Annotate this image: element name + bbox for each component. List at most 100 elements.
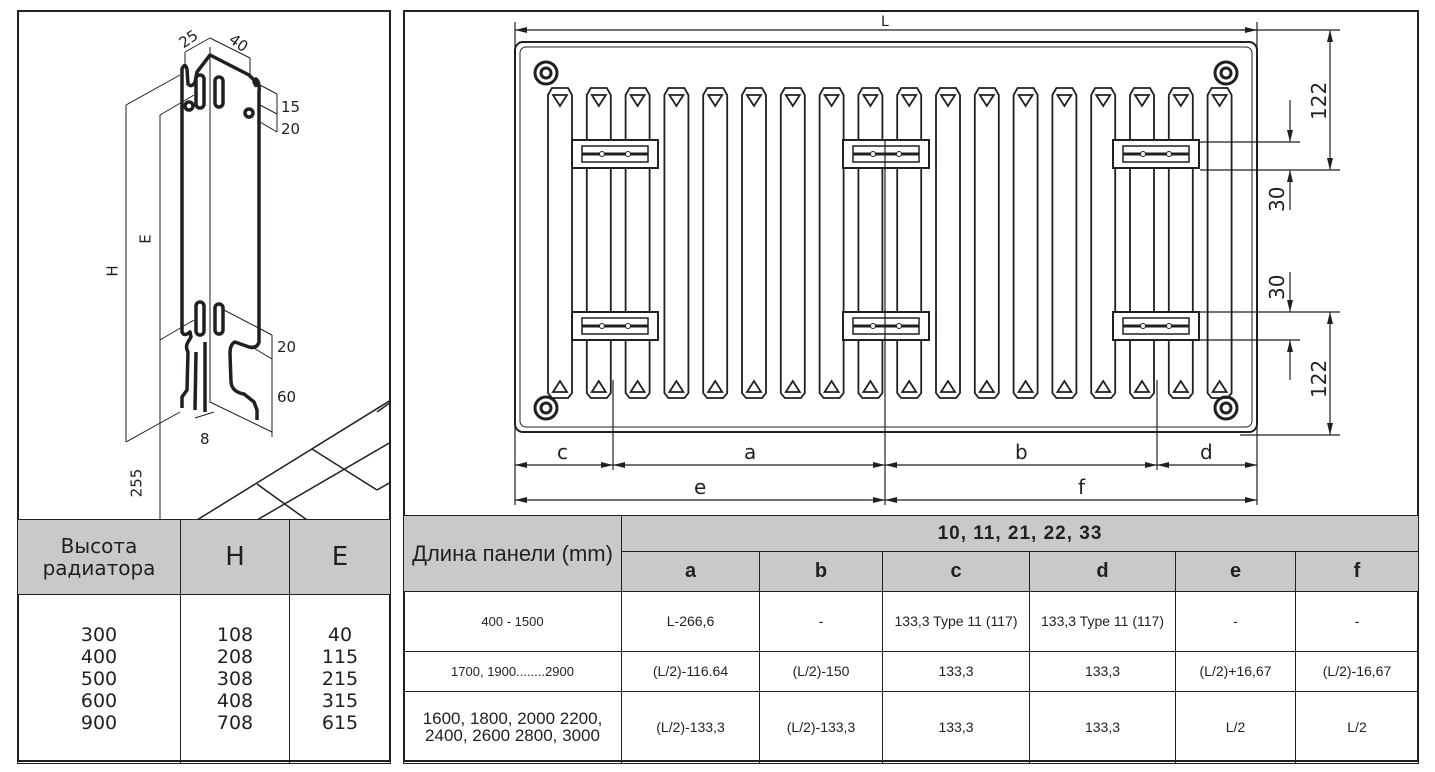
cell-length: 1700, 1900........2900 <box>403 650 622 692</box>
dim-122-top: 122 <box>1307 82 1331 120</box>
cell: 708 <box>216 712 254 734</box>
cell-b: - <box>759 591 883 652</box>
dim-20-top: 20 <box>281 120 301 138</box>
radiator-fin <box>857 87 884 399</box>
mounting-bracket <box>842 311 930 341</box>
cell: 615 <box>321 712 359 734</box>
dim-e: e <box>694 475 706 499</box>
cell: 400 <box>80 646 118 668</box>
connection-ports <box>533 60 1239 421</box>
dim-15: 15 <box>281 98 301 116</box>
header-H: H <box>180 519 290 595</box>
cell-a: (L/2)-133,3 <box>621 690 760 765</box>
cell-f: (L/2)-16,67 <box>1295 650 1419 692</box>
front-view-drawing: L c a b d e f 122 30 30 122 <box>514 14 1340 505</box>
floor-tiles <box>196 399 391 520</box>
cell-d: 133,3 Type 11 (117) <box>1029 591 1176 652</box>
cell-b: (L/2)-150 <box>759 650 883 692</box>
bracket-profile <box>180 53 261 420</box>
radiator-fin <box>1167 87 1194 399</box>
cell-e: L/2 <box>1175 690 1296 765</box>
mounting-bracket <box>1112 311 1200 341</box>
dim-255: 255 <box>127 468 146 498</box>
dim-20-bottom: 20 <box>277 338 297 356</box>
arrowheads <box>515 27 1333 503</box>
dim-H: H <box>103 265 122 277</box>
col-d: d <box>1029 551 1176 593</box>
col-a: a <box>621 551 760 593</box>
dim-E: E <box>136 234 155 244</box>
cell-length: 1600, 1800, 2000 2200, 2400, 2600 2800, … <box>403 690 622 765</box>
header-types: 10, 11, 21, 22, 33 <box>621 514 1419 553</box>
table-row: 1600, 1800, 2000 2200, 2400, 2600 2800, … <box>403 690 1419 765</box>
cell: 215 <box>321 668 359 690</box>
cell: 600 <box>80 690 118 712</box>
cell-e: - <box>1175 591 1296 652</box>
radiator-fin <box>1012 87 1039 399</box>
radiator-fin <box>624 87 651 399</box>
mounting-brackets <box>571 139 1200 341</box>
radiator-fin <box>585 87 612 399</box>
cell: 115 <box>321 646 359 668</box>
col-f: f <box>1295 551 1419 593</box>
cell-a: L-266,6 <box>621 591 760 652</box>
radiator-fin <box>1206 87 1233 399</box>
side-view-drawing <box>125 37 391 520</box>
radiator-fin <box>702 87 729 399</box>
dim-L: L <box>881 14 889 30</box>
side-view-panel: 25 40 15 20 H E 20 60 8 255 Высота радиа… <box>17 10 391 764</box>
cell-c: 133,3 <box>882 650 1030 692</box>
cell: 308 <box>216 668 254 690</box>
cell-c: 133,3 <box>882 690 1030 765</box>
mounting-bracket <box>842 139 930 169</box>
header-height: Высота радиатора <box>17 519 181 595</box>
radiator-fins <box>547 87 1233 399</box>
cell-length: 400 - 1500 <box>403 591 622 652</box>
header-length: Длина панели (mm) <box>403 514 622 593</box>
dim-b: b <box>1015 440 1028 464</box>
table-row: 1700, 1900........2900(L/2)-116.64(L/2)-… <box>403 650 1419 692</box>
header-E: E <box>289 519 391 595</box>
mounting-bracket <box>1112 139 1200 169</box>
length-table: Длина панели (mm) 10, 11, 21, 22, 33 a b… <box>403 514 1419 765</box>
dim-d: d <box>1200 440 1213 464</box>
cell-f: - <box>1295 591 1419 652</box>
cell: 408 <box>216 690 254 712</box>
cell-e: (L/2)+16,67 <box>1175 650 1296 692</box>
radiator-fin <box>1129 87 1155 399</box>
col-e: e <box>1175 551 1296 593</box>
cell-d: 133,3 <box>1029 690 1176 765</box>
dim-60: 60 <box>277 388 297 406</box>
radiator-fin <box>818 87 845 399</box>
dim-f: f <box>1078 475 1086 499</box>
radiator-fin <box>779 87 806 399</box>
cell-f: L/2 <box>1295 690 1419 765</box>
dim-122-bottom: 122 <box>1307 360 1331 398</box>
cell-b: (L/2)-133,3 <box>759 690 883 765</box>
cell: 900 <box>80 712 118 734</box>
dim-8: 8 <box>200 430 210 448</box>
mounting-bracket <box>571 311 659 341</box>
cell-c: 133,3 Type 11 (117) <box>882 591 1030 652</box>
cell: 208 <box>216 646 254 668</box>
radiator-fin <box>547 87 573 399</box>
cell: 300 <box>80 624 118 646</box>
front-view-panel: L c a b d e f 122 30 30 122 Длина панели… <box>403 10 1419 765</box>
cell: 40 <box>327 624 353 646</box>
dim-c: c <box>557 440 568 464</box>
cell: 315 <box>321 690 359 712</box>
dim-30-bottom: 30 <box>1265 275 1289 300</box>
dim-a: a <box>744 440 756 464</box>
cell: 500 <box>80 668 118 690</box>
mounting-bracket <box>571 139 659 169</box>
cell-d: 133,3 <box>1029 650 1176 692</box>
radiator-fin <box>896 87 923 399</box>
radiator-fin <box>663 87 690 399</box>
radiator-fin <box>1090 87 1117 399</box>
